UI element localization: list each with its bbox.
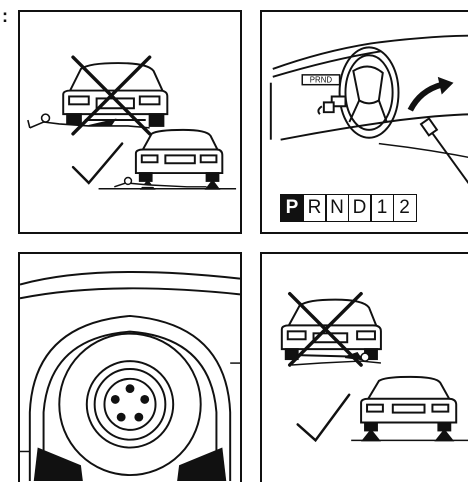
check-mark [73,144,122,183]
car-on-stands-correct [136,130,222,189]
panel-wheel-chocks [18,252,242,482]
tire [59,334,200,475]
car-on-jack-wrong [282,300,381,359]
fender-line [20,272,240,285]
gear-reverse: R [303,194,327,222]
jack-support-illustration [20,12,240,232]
check-mark [298,395,350,441]
car-on-jack-wrong [63,63,167,126]
panel-jack-stands-warning [260,252,468,482]
dash-gear-indicator: PRND [302,75,339,85]
panel-shift-to-park: PRND P R N D 1 2 [260,10,468,234]
gear-park: P [280,194,304,222]
person-under-car-correct [114,177,206,186]
dash-gear-label: PRND [310,76,333,85]
panel-jack-support-warning [18,10,242,234]
gear-first: 1 [370,194,394,222]
gear-second: 2 [393,194,417,222]
wheel-chock-right [177,448,226,481]
wheel-chock-illustration [20,254,240,482]
gear-neutral: N [325,194,349,222]
jack-stands-illustration [262,254,468,482]
shift-direction-arrow [410,77,453,110]
wheel-chock-left [34,448,83,481]
gear-drive: D [348,194,372,222]
car-on-stands-correct [361,377,456,440]
corner-mark: : [2,6,8,27]
gear-selector-strip: P R N D 1 2 [280,194,417,224]
